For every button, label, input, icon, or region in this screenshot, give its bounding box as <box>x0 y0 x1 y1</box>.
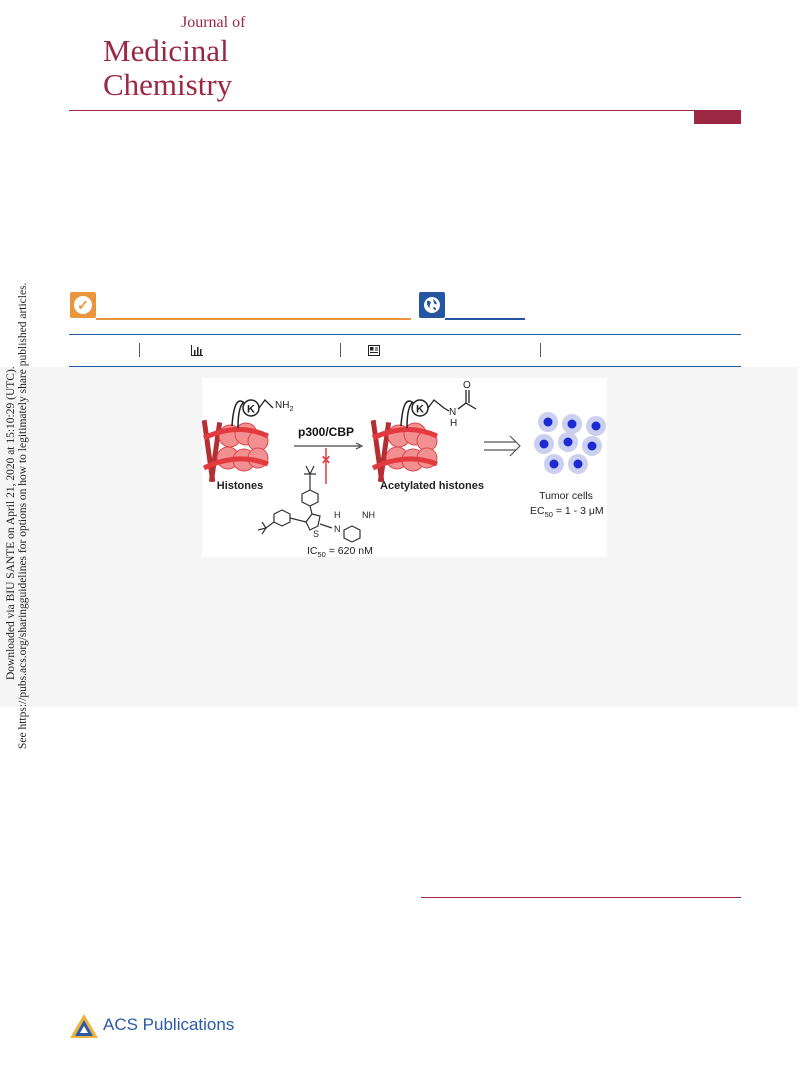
open-access-rule <box>445 318 525 320</box>
histone-nucleosome-left <box>202 400 270 483</box>
metrics-bar-bottom-rule <box>69 366 741 367</box>
acs-logo-icon <box>70 1014 98 1038</box>
ic50-label: IC50 = 620 nM <box>307 545 373 557</box>
metrics-separator <box>540 343 541 357</box>
amine-label: NH2 <box>275 400 293 413</box>
journal-title-line1: Journal of <box>181 14 246 31</box>
header-corner-tab <box>694 110 741 124</box>
globe-icon <box>424 297 440 313</box>
lysine-label-left: K <box>247 404 255 416</box>
editors-choice-rule <box>96 318 411 320</box>
histones-label: Histones <box>217 480 263 492</box>
publisher-name: ACS Publications <box>103 1015 235 1034</box>
check-icon: ✓ <box>74 296 92 314</box>
header-rule <box>69 110 741 111</box>
metrics-bar-top-rule <box>69 334 741 335</box>
amide-n: N <box>449 407 456 418</box>
ec50-label: EC50 = 1 - 3 μM <box>530 505 604 519</box>
linker-n: N <box>334 524 341 534</box>
metrics-separator <box>139 343 140 357</box>
tumor-label: Tumor cells <box>539 490 593 502</box>
lysine-label-right: K <box>416 404 424 416</box>
amide-h: H <box>450 418 457 429</box>
sharing-guidelines-notice: See https://pubs.acs.org/sharingguidelin… <box>17 282 29 749</box>
carbonyl-o: O <box>463 380 471 391</box>
bar-chart-icon[interactable] <box>191 345 203 356</box>
journal-title-line3: Chemistry <box>103 67 233 102</box>
metrics-separator <box>340 343 341 357</box>
histone-nucleosome-right <box>370 400 439 483</box>
implies-arrow <box>484 435 521 457</box>
linker-h: H <box>334 510 341 520</box>
journal-title-line2: Medicinal <box>103 33 229 68</box>
piperidine-nh: NH <box>362 510 375 520</box>
acetylated-label: Acetylated histones <box>380 480 484 492</box>
inhibitor-structure <box>257 465 361 543</box>
article-icon[interactable] <box>368 345 380 356</box>
footnote-rule <box>421 897 741 898</box>
enzyme-label: p300/CBP <box>298 425 354 439</box>
tumor-cells-cluster <box>534 412 606 474</box>
toc-graphic: K NH2 Histones p300/CBP ✕ S H N NH IC50 … <box>202 378 607 557</box>
inhibition-mark: ✕ <box>321 453 331 467</box>
thiophene-s: S <box>313 529 319 539</box>
